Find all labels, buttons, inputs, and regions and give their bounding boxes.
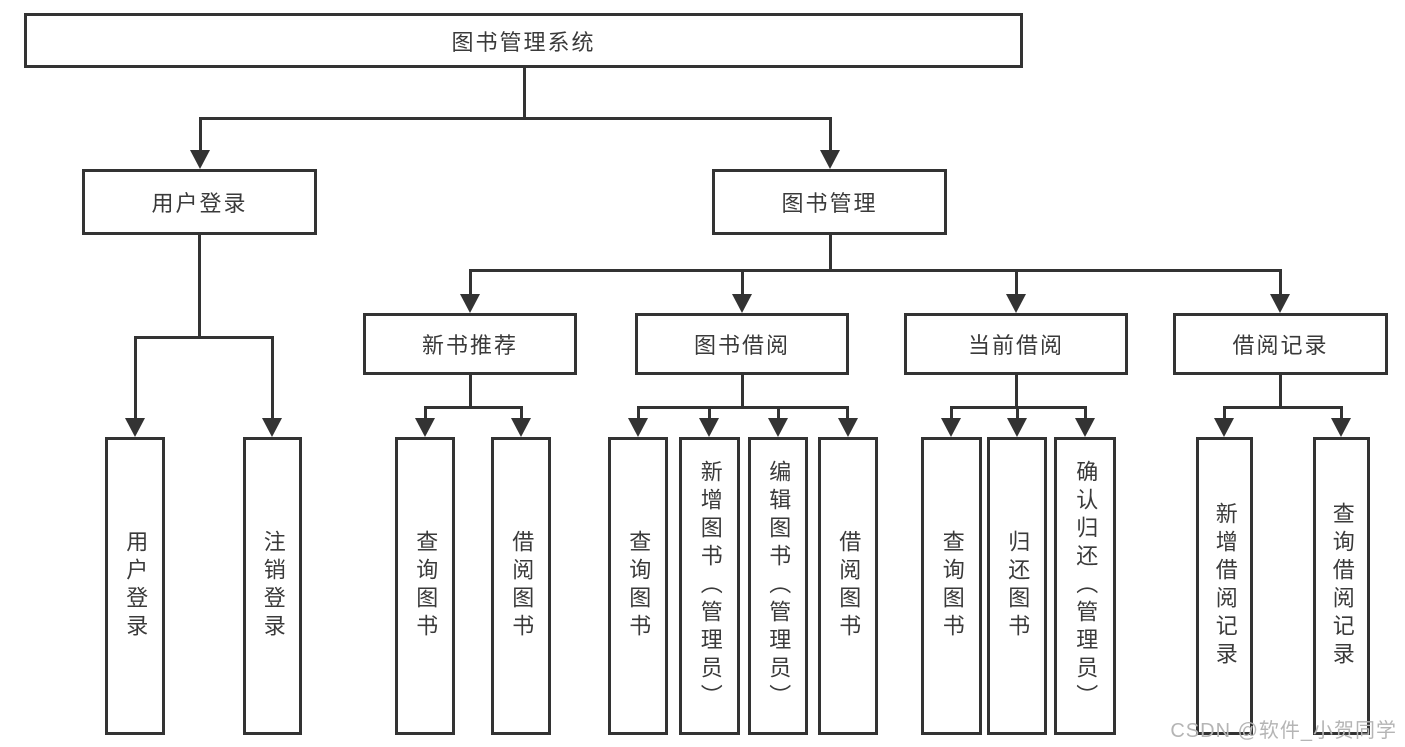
edge-borrowing-records-connector [1223, 406, 1343, 409]
edge-level1-connector [199, 117, 832, 120]
leaf-user-login: 用户登录 [105, 437, 165, 735]
edge-stem-book-management [829, 117, 832, 153]
arrow-nb-borrow [511, 418, 531, 437]
edge-stem-current-borrowing [1015, 269, 1018, 297]
node-user-login: 用户登录 [82, 169, 317, 235]
leaf-nb-borrow-books: 借阅图书 [491, 437, 551, 735]
arrow-cb-return [1007, 418, 1027, 437]
csdn-watermark: CSDN @软件_小贺同学 [1170, 720, 1397, 742]
node-current-borrowing: 当前借阅 [904, 313, 1128, 375]
leaf-bb-edit-books-admin: 编辑图书（管理员） [748, 437, 808, 735]
arrow-leaf-logout [262, 418, 282, 437]
edge-stem-leaf-logout [271, 336, 274, 420]
arrow-br-query [1331, 418, 1351, 437]
node-book-management: 图书管理 [712, 169, 947, 235]
node-new-book-recommend: 新书推荐 [363, 313, 577, 375]
edge-stem-nb-query [424, 406, 427, 420]
edge-stem-cb-query [950, 406, 953, 420]
edge-stem-new-book [469, 269, 472, 297]
edge-user-login-connector [134, 336, 274, 339]
edge-stem-bb-query [637, 406, 640, 420]
leaf-cb-query-books: 查询图书 [921, 437, 982, 735]
edge-stem-br-query [1340, 406, 1343, 420]
edge-stem-cb-confirm [1084, 406, 1087, 420]
leaf-nb-query-books: 查询图书 [395, 437, 455, 735]
edge-book-borrowing-stem [741, 375, 744, 409]
arrow-nb-query [415, 418, 435, 437]
edge-new-book-stem [469, 375, 472, 409]
arrow-bb-add [699, 418, 719, 437]
edge-stem-bb-add [708, 406, 711, 420]
edge-stem-bb-edit [777, 406, 780, 420]
arrow-bb-borrow [838, 418, 858, 437]
arrow-cb-confirm [1075, 418, 1095, 437]
edge-new-book-connector [424, 406, 522, 409]
edge-borrowing-records-stem [1279, 375, 1282, 409]
node-book-borrowing: 图书借阅 [635, 313, 849, 375]
edge-stem-cb-return [1016, 406, 1019, 420]
leaf-br-add-record: 新增借阅记录 [1196, 437, 1253, 735]
arrow-br-add [1214, 418, 1234, 437]
arrow-borrowing-records [1270, 294, 1290, 313]
arrow-current-borrowing [1006, 294, 1026, 313]
edge-stem-user-login [199, 117, 202, 153]
edge-stem-bb-borrow [846, 406, 849, 420]
edge-root-stem [523, 68, 526, 119]
arrow-book-management [820, 150, 840, 169]
edge-stem-borrowing-records [1279, 269, 1282, 297]
edge-stem-leaf-user-login [134, 336, 137, 420]
leaf-bb-add-books-admin: 新增图书（管理员） [679, 437, 740, 735]
leaf-bb-borrow-books: 借阅图书 [818, 437, 878, 735]
arrow-cb-query [941, 418, 961, 437]
leaf-cb-confirm-return-admin: 确认归还（管理员） [1054, 437, 1116, 735]
arrow-new-book [460, 294, 480, 313]
node-root: 图书管理系统 [24, 13, 1023, 68]
edge-level3-connector [469, 269, 1281, 272]
arrow-user-login [190, 150, 210, 169]
edge-book-borrowing-connector [637, 406, 849, 409]
node-borrowing-records: 借阅记录 [1173, 313, 1388, 375]
arrow-book-borrowing [732, 294, 752, 313]
edge-current-borrowing-stem [1015, 375, 1018, 409]
edge-stem-br-add [1223, 406, 1226, 420]
arrow-bb-edit [768, 418, 788, 437]
edge-stem-book-borrowing [741, 269, 744, 297]
edge-book-management-stem [829, 235, 832, 272]
leaf-cb-return-books: 归还图书 [987, 437, 1047, 735]
leaf-logout: 注销登录 [243, 437, 302, 735]
leaf-br-query-record: 查询借阅记录 [1313, 437, 1370, 735]
arrow-leaf-user-login [125, 418, 145, 437]
leaf-bb-query-books: 查询图书 [608, 437, 668, 735]
arrow-bb-query [628, 418, 648, 437]
edge-user-login-stem [198, 235, 201, 339]
edge-stem-nb-borrow [520, 406, 523, 420]
